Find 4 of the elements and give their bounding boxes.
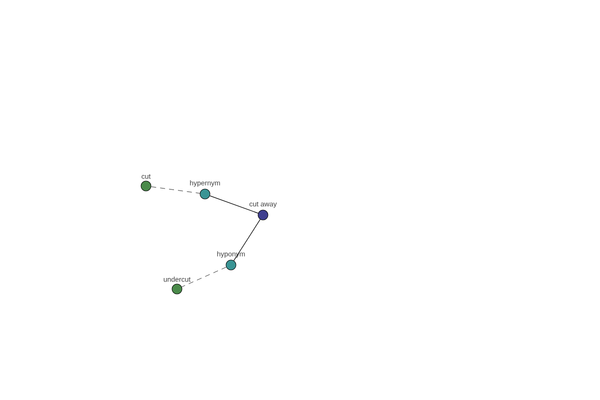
connector-line (234, 219, 260, 261)
connector-line (182, 266, 226, 288)
connector-line (210, 195, 258, 214)
connector-line (151, 186, 200, 194)
